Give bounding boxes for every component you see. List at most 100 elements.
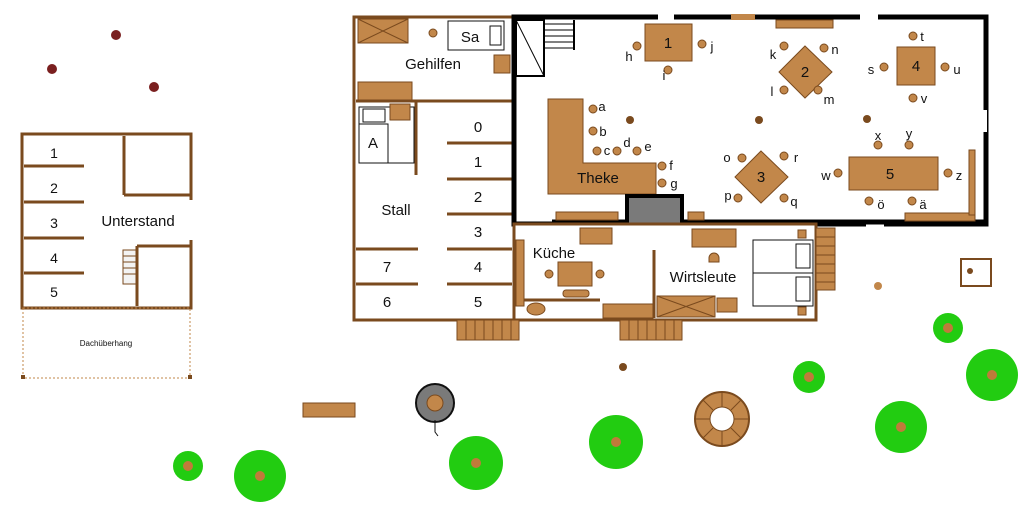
table-5-seat-z-chair: [943, 168, 953, 178]
stable-stall-6: 6: [383, 294, 391, 311]
shelter-stall-4: 4: [50, 250, 58, 266]
berry-bush: [111, 30, 121, 40]
bar-stool-a-label: a: [598, 99, 606, 114]
tree-trunk: [611, 437, 621, 447]
table-3-seat-o-label: o: [723, 150, 730, 165]
table-2-seat-n-chair: [819, 43, 829, 53]
roof-overhang: [22, 307, 191, 379]
bar-stool-c-label: c: [604, 143, 611, 158]
table-2-seat-k-chair: [779, 41, 789, 51]
table-4-seat-s-label: s: [868, 62, 875, 77]
shelter-stall-3: 3: [50, 215, 58, 231]
table-1-seat-i-chair: [663, 65, 673, 75]
table-1-seat-j-chair: [697, 39, 707, 49]
table-1-number: 1: [664, 35, 672, 52]
berry-bush: [47, 64, 57, 74]
table-2-number: 2: [801, 64, 809, 81]
table-2-seat-k-label: k: [770, 47, 777, 62]
table-4: [896, 46, 936, 86]
bar-stool-a-chair: [588, 104, 598, 114]
helpers-title: Gehilfen: [405, 56, 461, 73]
box-a-label: A: [368, 135, 378, 152]
table-3: [734, 150, 789, 204]
table-2-seat-l-chair: [779, 85, 789, 95]
tavern-hall: Theke 1 2 3 4 5: [511, 14, 989, 252]
table-5-seat-y-label: y: [906, 126, 913, 141]
bar-counter: [547, 98, 657, 195]
stable-title: Stall: [381, 202, 410, 219]
bench: [302, 402, 356, 418]
bar-stool-f-chair: [657, 161, 667, 171]
table-3-seat-r-label: r: [794, 150, 799, 165]
tree-trunk: [943, 323, 953, 333]
stable-stall-5: 5: [474, 294, 482, 311]
stable-stall-3: 3: [474, 224, 482, 241]
woodpile: [694, 391, 750, 447]
kitchen-title: Küche: [533, 245, 576, 262]
table-3-seat-q-label: q: [790, 194, 797, 209]
berry-bush: [149, 82, 159, 92]
table-5-seat-w-label: w: [820, 168, 831, 183]
bar-title: Theke: [577, 170, 619, 187]
bar-stool-d-label: d: [623, 135, 630, 150]
table-3-seat-q-chair: [779, 193, 789, 203]
tree-trunk: [183, 461, 193, 471]
table-5-seat-w-chair: [833, 168, 843, 178]
table-3-number: 3: [757, 169, 765, 186]
stable-stall-7: 7: [383, 259, 391, 276]
hosts-title: Wirtsleute: [670, 269, 737, 286]
table-2-seat-n-label: n: [831, 42, 838, 57]
table-1-seat-h-chair: [632, 41, 642, 51]
tree-trunk: [896, 422, 906, 432]
tree-trunk: [804, 372, 814, 382]
bar-stool-b-label: b: [599, 124, 606, 139]
table-4-seat-v-chair: [908, 93, 918, 103]
table-5-seat-ö-chair: [864, 196, 874, 206]
table-4-number: 4: [912, 58, 920, 75]
table-4-seat-t-chair: [908, 31, 918, 41]
table-4-seat-s-chair: [879, 62, 889, 72]
table-4-seat-t-label: t: [920, 29, 924, 44]
bar-stool-c-chair: [592, 146, 602, 156]
shelter-stall-5: 5: [50, 284, 58, 300]
stable-stall-1: 1: [474, 154, 482, 171]
bar-stool-b-chair: [588, 126, 598, 136]
stable-stall-2: 2: [474, 189, 482, 206]
table-5-seat-x-chair: [873, 140, 883, 150]
table-5-seat-y-chair: [904, 140, 914, 150]
table-5-seat-ä-chair: [907, 196, 917, 206]
table-1-seat-j-label: j: [710, 39, 714, 54]
stable-stall-4: 4: [474, 259, 482, 276]
shelter-stall-1: 1: [50, 145, 58, 161]
table-1-seat-i-label: i: [663, 68, 666, 83]
shelter-building: Unterstand 1 2 3 4 5 Dachüberhang: [20, 132, 193, 379]
overhang-label: Dachüberhang: [80, 339, 132, 348]
tree-trunk: [255, 471, 265, 481]
table-5-seat-ä-label: ä: [919, 197, 927, 212]
table-5-seat-z-label: z: [956, 168, 963, 183]
bar-stool-g-chair: [657, 178, 667, 188]
stable-wing: Sa Gehilfen A Stall 0 1 2 3 4 5 7 6: [352, 15, 516, 322]
bar-stool-g-label: g: [670, 176, 677, 191]
table-4-seat-u-label: u: [953, 62, 960, 77]
well: [415, 383, 455, 437]
tree-trunk: [987, 370, 997, 380]
table-3-seat-p-label: p: [724, 188, 731, 203]
table-3-seat-o-chair: [737, 153, 747, 163]
table-2: [778, 45, 833, 99]
tree-trunk: [471, 458, 481, 468]
bar-stool-d-chair: [612, 146, 622, 156]
shelter-walls: [20, 132, 193, 310]
sa-label: Sa: [461, 29, 480, 46]
table-2-seat-m-label: m: [824, 92, 835, 107]
table-3-seat-r-chair: [779, 151, 789, 161]
table-2-seat-l-label: l: [771, 84, 774, 99]
table-2-seat-m-chair: [813, 85, 823, 95]
table-1-seat-h-label: h: [625, 49, 632, 64]
table-1: [644, 23, 693, 62]
table-4-seat-v-label: v: [921, 91, 928, 106]
table-4-seat-u-chair: [940, 62, 950, 72]
table-5: [848, 156, 939, 191]
